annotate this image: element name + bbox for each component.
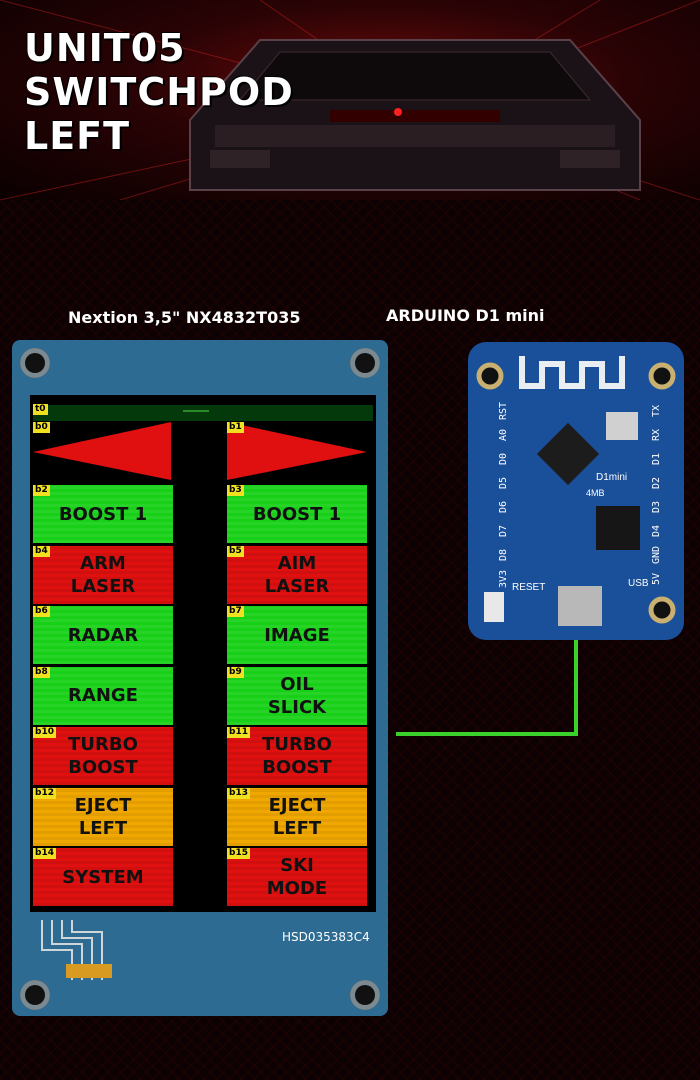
pin-label: D2	[651, 476, 662, 490]
mount-hole-icon	[20, 980, 50, 1010]
status-bar	[33, 405, 373, 421]
tag-label: b4	[33, 545, 50, 557]
pin-label: D6	[498, 500, 509, 514]
board-model-text: HSD035383C4	[282, 930, 370, 944]
tag-label: b13	[227, 787, 250, 799]
pin-label: RST	[498, 401, 509, 421]
pin-label: RX	[651, 428, 662, 442]
tag-label: t0	[33, 404, 48, 415]
tag-label: b5	[227, 545, 244, 557]
pin-label: TX	[651, 404, 662, 418]
usb-label: USB	[628, 578, 649, 589]
screen-button[interactable]: TURBO BOOST	[227, 727, 367, 785]
header-banner: UNIT05 SWITCHPOD LEFT	[0, 0, 700, 200]
screen-button[interactable]: EJECT LEFT	[227, 787, 367, 846]
screen-button[interactable]: AIM LASER	[227, 545, 367, 604]
pin-label: D5	[498, 476, 509, 490]
pin-label: D0	[498, 452, 509, 466]
pin-label: D1	[651, 452, 662, 466]
tag-label: b12	[33, 787, 56, 799]
pin-label: D4	[651, 524, 662, 538]
pin-label: 5V	[651, 572, 662, 586]
screen-button[interactable]: BOOST 1	[227, 485, 367, 543]
pin-label: GND	[651, 545, 662, 565]
screen-button[interactable]: EJECT LEFT	[33, 787, 173, 846]
tag-label: b1	[227, 422, 244, 433]
tag-label: b2	[33, 485, 50, 496]
nextion-label: Nextion 3,5" NX4832T035	[68, 308, 301, 327]
right-arrow-icon[interactable]	[227, 422, 367, 480]
pin-label: D7	[498, 524, 509, 538]
tag-label: b8	[33, 666, 50, 678]
tag-label: b9	[227, 666, 244, 678]
screen-button[interactable]: ARM LASER	[33, 545, 173, 604]
mount-hole-icon	[350, 980, 380, 1010]
flash-label: 4MB	[586, 488, 605, 498]
arrow-row	[33, 422, 367, 480]
arduino-label: ARDUINO D1 mini	[386, 306, 545, 325]
tag-label: b3	[227, 485, 244, 496]
mount-hole-icon	[350, 348, 380, 378]
tag-label: b6	[33, 606, 50, 617]
tag-label: b0	[33, 422, 50, 433]
chip-label: D1mini	[596, 472, 628, 483]
tag-label: b15	[227, 848, 250, 859]
screen-button[interactable]: OIL SLICK	[227, 666, 367, 725]
screen-button[interactable]: SKI MODE	[227, 848, 367, 906]
tag-label: b10	[33, 727, 56, 738]
pin-label: D3	[651, 500, 662, 514]
mount-hole-icon	[20, 348, 50, 378]
screen-button[interactable]: SYSTEM	[33, 848, 173, 906]
left-arrow-icon[interactable]	[33, 422, 171, 480]
page-title: UNIT05 SWITCHPOD LEFT	[24, 26, 294, 158]
d1-mini-illustration	[476, 356, 676, 626]
screen-button[interactable]: BOOST 1	[33, 485, 173, 543]
pin-label: D8	[498, 548, 509, 562]
car-illustration	[0, 0, 700, 200]
screen-button[interactable]: TURBO BOOST	[33, 727, 173, 785]
screen-button[interactable]: RANGE	[33, 666, 173, 725]
tag-label: b7	[227, 606, 244, 617]
screen-button[interactable]: RADAR	[33, 606, 173, 664]
tag-label: b14	[33, 848, 56, 859]
pin-label: A0	[498, 428, 509, 442]
ribbon-connector	[41, 920, 112, 980]
tag-label: b11	[227, 727, 250, 738]
reset-label: RESET	[512, 582, 546, 593]
screen-button[interactable]: IMAGE	[227, 606, 367, 664]
